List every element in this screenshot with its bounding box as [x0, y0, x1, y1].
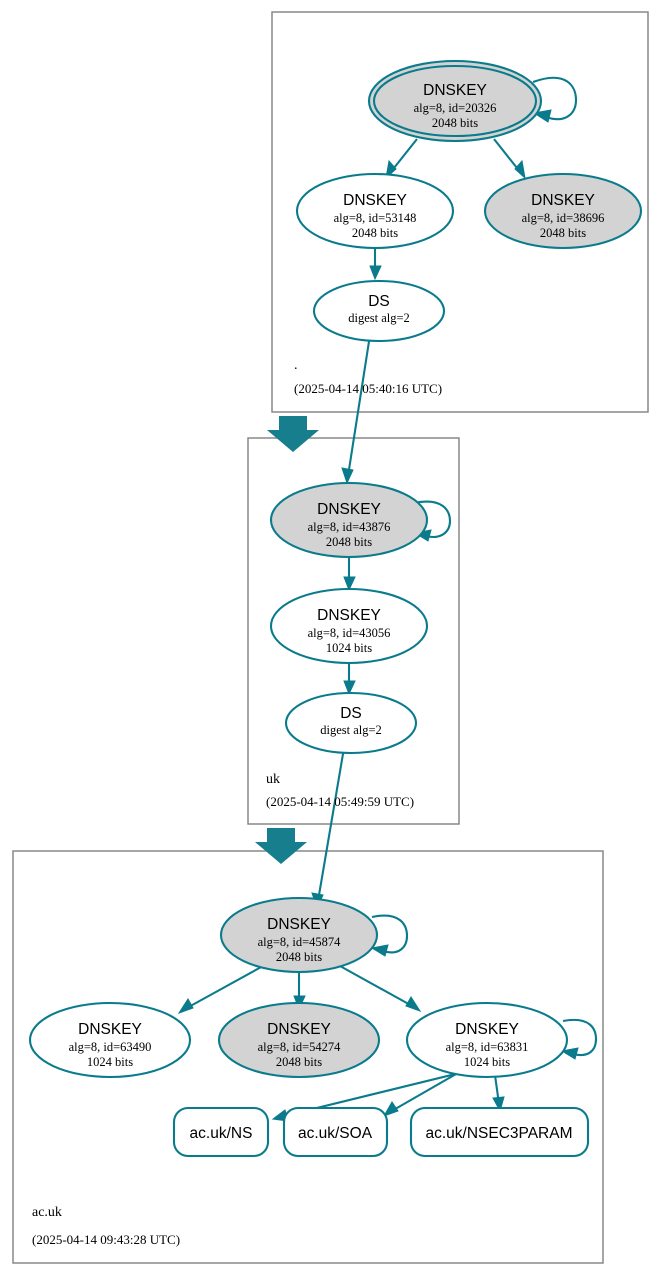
zone-label-root: . — [294, 358, 298, 373]
edge-sign-uk-ksk-to-43056 — [343, 557, 356, 592]
edge-sign-acuk-ksk-to-63831 — [339, 965, 422, 1012]
node-title: DNSKEY — [531, 192, 595, 209]
node-title: DNSKEY — [317, 607, 381, 624]
zone-timestamp-acuk: (2025-04-14 09:43:28 UTC) — [32, 1232, 180, 1247]
node-params: alg=8, id=43876 — [308, 520, 391, 534]
node-size: 2048 bits — [432, 116, 478, 130]
node-params: alg=8, id=63490 — [69, 1040, 152, 1054]
node-acuk-dnskey-63490[interactable]: DNSKEY alg=8, id=63490 1024 bits — [28, 1001, 192, 1079]
node-params: alg=8, id=38696 — [522, 211, 605, 225]
node-size: 2048 bits — [276, 950, 322, 964]
zone-label-acuk: ac.uk — [32, 1205, 62, 1220]
node-params: alg=8, id=20326 — [414, 101, 497, 115]
node-params: alg=8, id=53148 — [334, 211, 417, 225]
node-size: 2048 bits — [276, 1055, 322, 1069]
node-params: digest alg=2 — [320, 723, 382, 737]
node-uk-ds[interactable]: DS digest alg=2 — [284, 691, 418, 755]
node-params: alg=8, id=63831 — [446, 1040, 529, 1054]
node-acuk-dnskey-63831[interactable]: DNSKEY alg=8, id=63831 1024 bits — [405, 1001, 569, 1079]
node-title: DNSKEY — [267, 1021, 331, 1038]
delegation-arrow-root-to-uk — [267, 416, 319, 452]
edge-sign-root-53148-to-ds — [369, 245, 382, 281]
node-root-dnskey-20326[interactable]: DNSKEY alg=8, id=20326 2048 bits — [367, 59, 543, 143]
node-title: DNSKEY — [343, 192, 407, 209]
zone-timestamp-uk: (2025-04-14 05:49:59 UTC) — [266, 794, 414, 809]
edge-sign-acuk-ksk-to-63490 — [177, 965, 264, 1014]
node-acuk-dnskey-54274[interactable]: DNSKEY alg=8, id=54274 2048 bits — [217, 1001, 381, 1079]
zone-timestamp-root: (2025-04-14 05:40:16 UTC) — [294, 381, 442, 396]
node-params: alg=8, id=43056 — [308, 626, 391, 640]
node-title: DNSKEY — [317, 501, 381, 518]
delegation-arrow-uk-to-acuk — [255, 828, 307, 864]
edge-self-sign-acuk-ksk — [370, 914, 409, 957]
node-size: 1024 bits — [87, 1055, 133, 1069]
edge-self-sign-acuk-zsk — [560, 1018, 598, 1060]
node-params: digest alg=2 — [348, 311, 410, 325]
node-size: 2048 bits — [326, 535, 372, 549]
node-size: 1024 bits — [326, 641, 372, 655]
node-title: DNSKEY — [78, 1021, 142, 1038]
node-size: 2048 bits — [540, 226, 586, 240]
node-title: DS — [368, 293, 390, 310]
node-acuk-rrset-ns[interactable]: ac.uk/NS — [172, 1106, 270, 1158]
node-acuk-rrset-soa[interactable]: ac.uk/SOA — [282, 1106, 389, 1158]
node-title: DNSKEY — [267, 916, 331, 933]
node-size: 2048 bits — [352, 226, 398, 240]
edge-sign-root-ksk-to-38696 — [493, 138, 526, 180]
rrset-label: ac.uk/SOA — [298, 1125, 373, 1142]
node-params: alg=8, id=45874 — [258, 935, 342, 949]
node-root-dnskey-53148[interactable]: DNSKEY alg=8, id=53148 2048 bits — [295, 172, 455, 250]
node-root-dnskey-38696[interactable]: DNSKEY alg=8, id=38696 2048 bits — [483, 172, 643, 250]
node-title: DNSKEY — [423, 82, 487, 99]
rrset-label: ac.uk/NSEC3PARAM — [425, 1125, 572, 1142]
node-uk-dnskey-43056[interactable]: DNSKEY alg=8, id=43056 1024 bits — [269, 587, 429, 665]
rrset-label: ac.uk/NS — [190, 1125, 253, 1142]
node-size: 1024 bits — [464, 1055, 510, 1069]
node-uk-dnskey-43876[interactable]: DNSKEY alg=8, id=43876 2048 bits — [269, 481, 429, 559]
node-title: DS — [340, 705, 362, 722]
edge-ds-root-to-uk-ksk — [341, 334, 372, 485]
zone-label-uk: uk — [266, 772, 280, 787]
node-acuk-dnskey-45874[interactable]: DNSKEY alg=8, id=45874 2048 bits — [219, 896, 379, 974]
node-params: alg=8, id=54274 — [258, 1040, 342, 1054]
node-acuk-rrset-nsec3param[interactable]: ac.uk/NSEC3PARAM — [409, 1106, 590, 1158]
node-root-ds[interactable]: DS digest alg=2 — [312, 279, 446, 343]
node-title: DNSKEY — [455, 1021, 519, 1038]
